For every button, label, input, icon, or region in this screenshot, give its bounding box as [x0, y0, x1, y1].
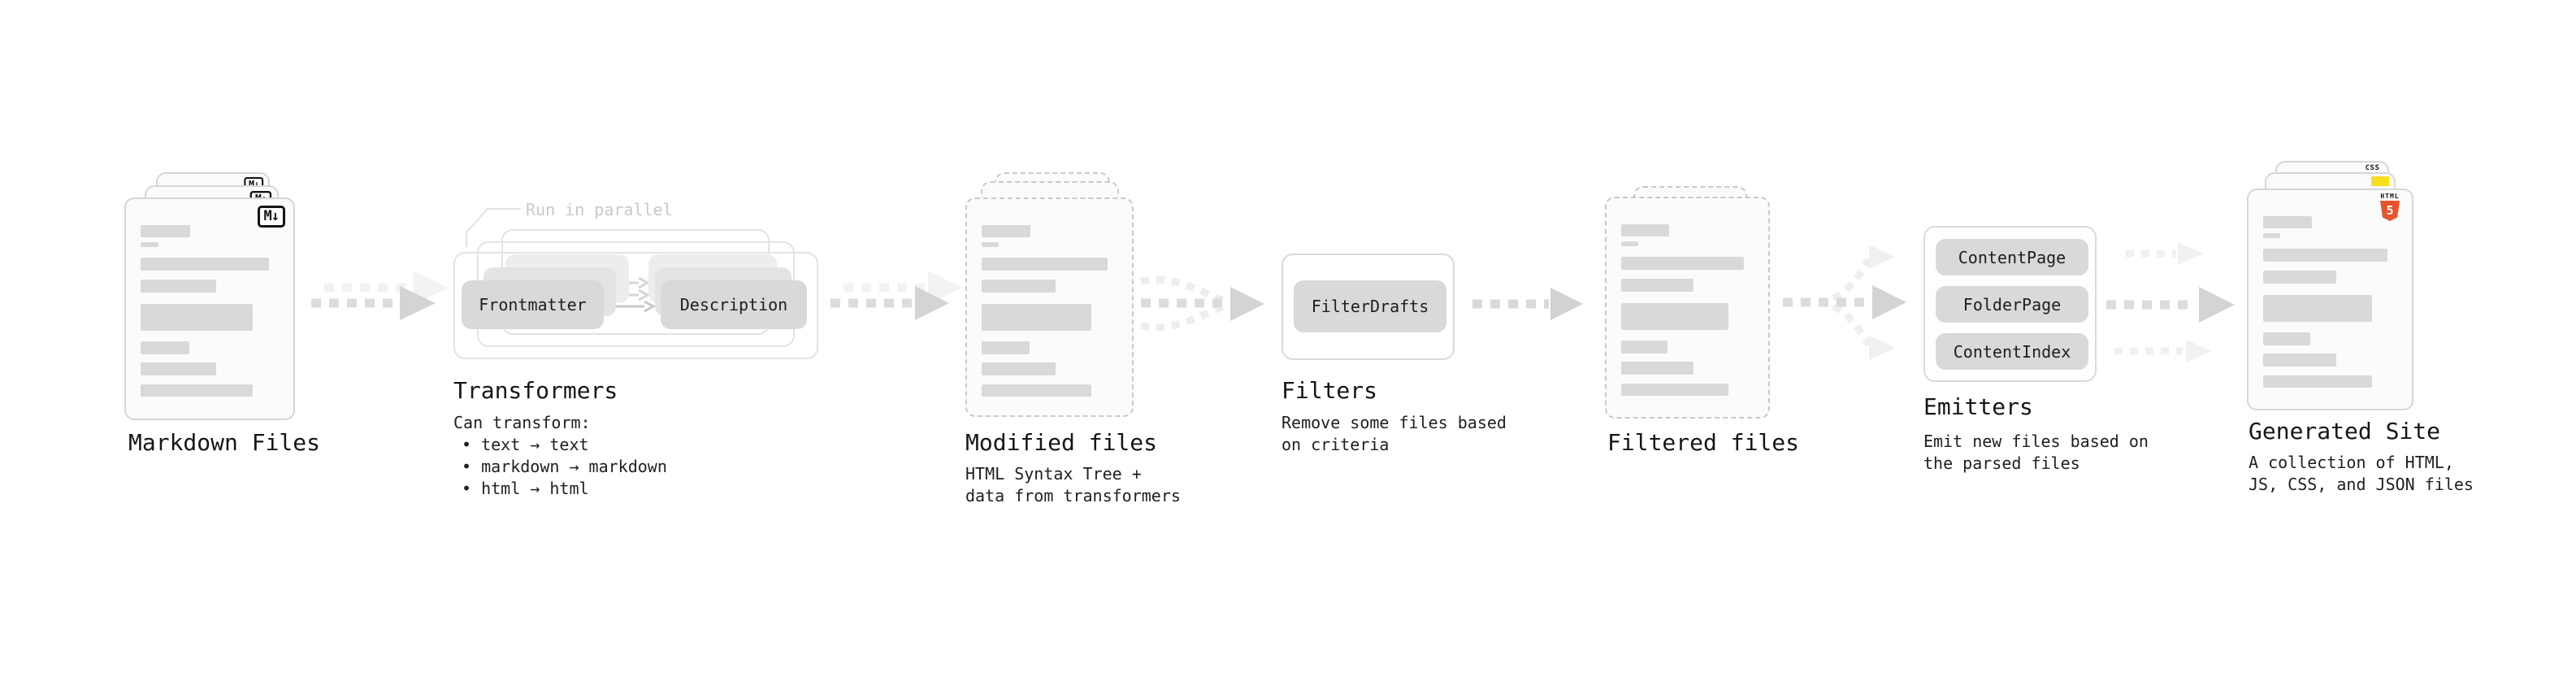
file-card: HTML 5	[2247, 189, 2413, 410]
text-bar	[982, 362, 1056, 375]
file-card	[965, 197, 1134, 417]
flow-arrow-filtered-to-emitters	[1783, 245, 1906, 360]
generated-site-label: Generated Site	[2249, 418, 2441, 445]
flow-arrow-transformers-to-modified	[830, 286, 949, 320]
js-icon	[2371, 176, 2389, 186]
transformers-description: Can transform: • text → text • markdown …	[453, 412, 667, 500]
generated-site-stack: CSS HTML 5	[2247, 161, 2422, 413]
frontmatter-pill: Frontmatter	[462, 280, 604, 329]
contentpage-pill: ContentPage	[1936, 239, 2088, 275]
desc-line: A collection of HTML,	[2249, 453, 2454, 472]
filters-description: Remove some files based on criteria	[1281, 412, 1507, 456]
flow-arrow-markdown-to-transformers	[311, 286, 436, 320]
generated-site-description: A collection of HTML, JS, CSS, and JSON …	[2249, 452, 2474, 496]
desc-line: HTML Syntax Tree +	[965, 464, 1142, 484]
markdown-files-label: Markdown Files	[128, 429, 321, 456]
text-bar	[1621, 279, 1694, 292]
text-bar	[141, 242, 158, 247]
text-bar	[982, 242, 1000, 247]
transformer-run-box	[453, 252, 818, 359]
text-bar	[982, 384, 1092, 397]
desc-line: • text → text	[462, 435, 589, 454]
text-bar	[2263, 375, 2372, 388]
text-bar	[141, 225, 191, 237]
transformers-label: Transformers	[453, 377, 618, 404]
file-card	[1605, 197, 1770, 419]
modified-files-description: HTML Syntax Tree + data from transformer…	[965, 463, 1181, 507]
flow-arrow-emitters-to-generated	[2106, 242, 2235, 362]
html5-icon-word: HTML	[2380, 193, 2400, 200]
text-bar	[2263, 332, 2310, 345]
file-card: M↓	[124, 197, 295, 420]
text-bar	[2263, 271, 2337, 284]
text-bar	[1621, 241, 1638, 246]
text-bar	[1621, 362, 1694, 375]
flow-arrow-modified-to-filters	[1140, 275, 1264, 332]
modified-files-stack	[965, 172, 1140, 420]
text-bar	[2263, 295, 2372, 322]
text-bar	[982, 304, 1092, 331]
desc-line: • html → html	[462, 479, 589, 498]
text-bar	[2263, 216, 2312, 228]
filtered-files-stack	[1605, 186, 1776, 422]
contentindex-pill: ContentIndex	[1936, 333, 2088, 370]
placeholder-text-bars	[2263, 190, 2394, 388]
filterdrafts-pill: FilterDrafts	[1294, 280, 1446, 332]
html5-icon-shield: 5	[2380, 201, 2400, 221]
placeholder-text-bars	[1621, 198, 1750, 396]
placeholder-text-bars	[141, 199, 275, 397]
css-icon-label: CSS	[2365, 164, 2380, 172]
text-bar	[2263, 354, 2337, 367]
run-in-parallel-annotation: Run in parallel	[526, 200, 673, 219]
text-bar	[141, 362, 216, 375]
desc-line: • markdown → markdown	[462, 457, 667, 476]
text-bar	[982, 258, 1108, 271]
description-pill: Description	[661, 280, 807, 329]
placeholder-text-bars	[982, 199, 1114, 397]
text-bar	[2263, 233, 2280, 238]
text-bar	[982, 280, 1056, 293]
flow-arrow-filters-to-filtered	[1472, 288, 1583, 320]
text-bar	[1621, 384, 1728, 396]
text-bar	[141, 280, 216, 293]
text-bar	[982, 225, 1031, 237]
html5-icon: HTML 5	[2378, 193, 2402, 221]
desc-line: Emit new files based on	[1923, 432, 2149, 451]
text-bar	[982, 341, 1030, 354]
text-bar	[141, 304, 253, 331]
folderpage-pill: FolderPage	[1936, 286, 2088, 323]
text-bar	[1621, 303, 1728, 330]
text-bar	[2263, 249, 2387, 262]
desc-line: on criteria	[1281, 435, 1390, 454]
desc-line: data from transformers	[965, 486, 1181, 505]
filtered-files-label: Filtered files	[1607, 429, 1800, 456]
flow-arrow-ghost	[843, 271, 962, 305]
desc-line: the parsed files	[1923, 453, 2080, 473]
desc-line: Can transform:	[453, 413, 591, 432]
desc-line: Remove some files based	[1281, 413, 1507, 432]
emitters-box: ContentPage FolderPage ContentIndex	[1923, 226, 2097, 382]
text-bar	[141, 258, 269, 271]
text-bar	[1621, 224, 1669, 236]
filters-box: FilterDrafts	[1281, 254, 1455, 360]
emitters-description: Emit new files based on the parsed files	[1923, 431, 2149, 475]
text-bar	[1621, 340, 1668, 354]
emitters-label: Emitters	[1923, 393, 2033, 420]
filters-label: Filters	[1281, 377, 1378, 404]
modified-files-label: Modified files	[965, 429, 1158, 456]
markdown-files-stack: M↓ M↓ M↓	[124, 172, 327, 424]
desc-line: JS, CSS, and JSON files	[2249, 475, 2474, 494]
text-bar	[141, 341, 189, 354]
text-bar	[141, 384, 253, 397]
text-bar	[1621, 257, 1745, 270]
markdown-icon: M↓	[257, 206, 285, 228]
flow-arrow-ghost	[324, 271, 449, 305]
